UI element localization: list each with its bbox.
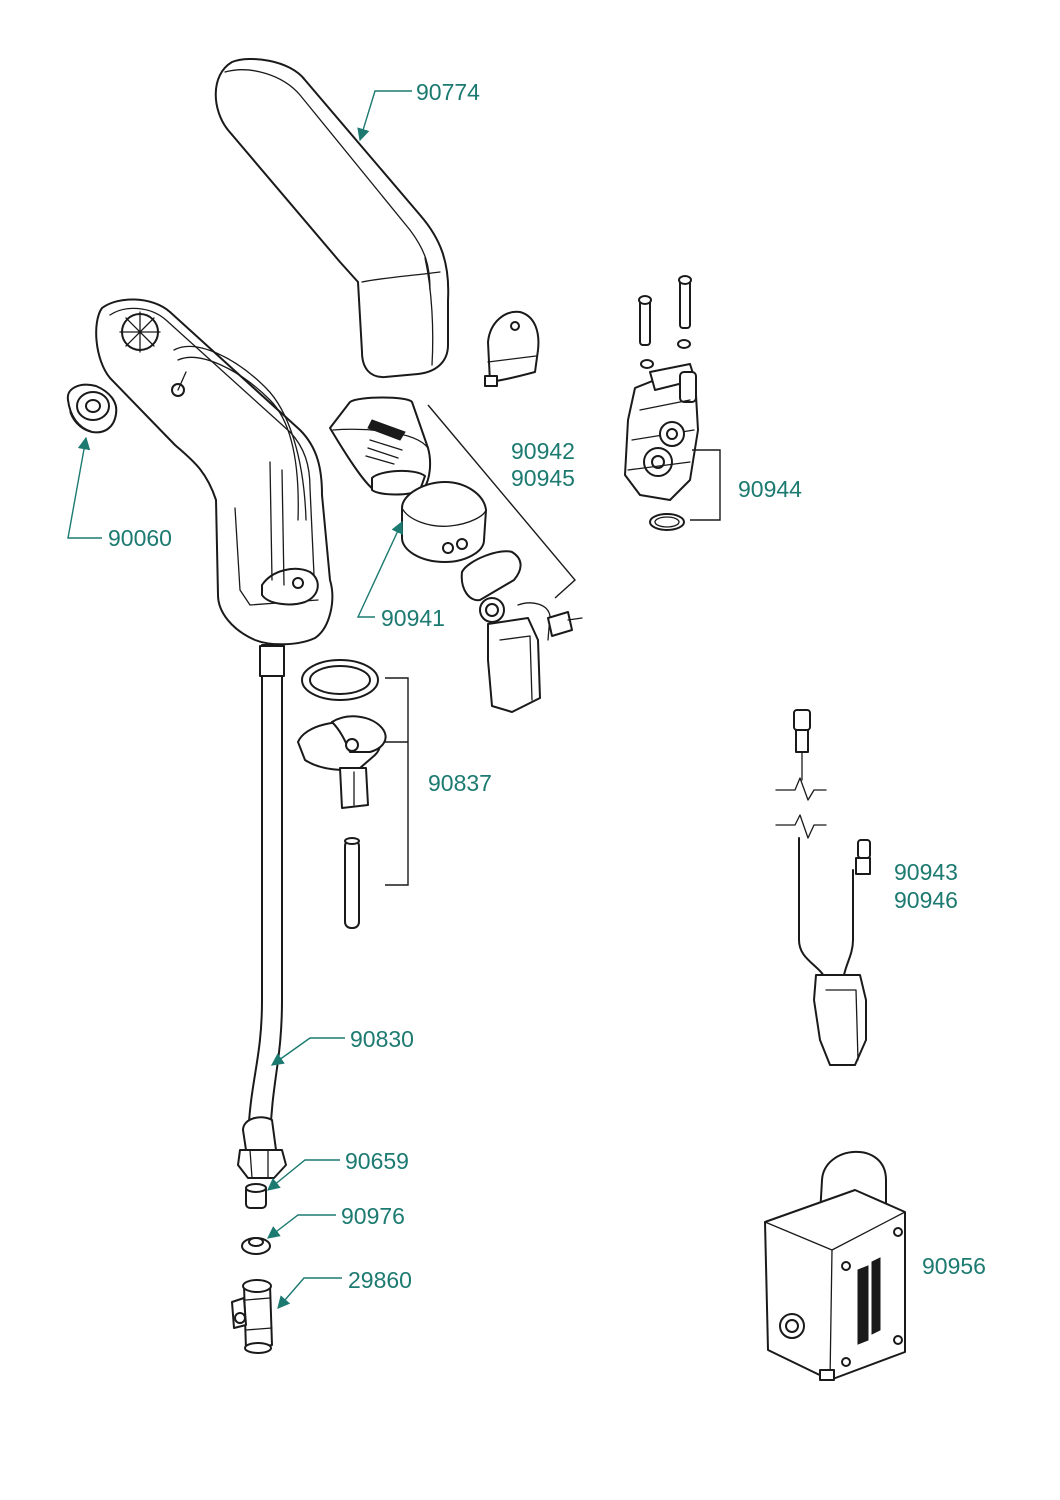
label-solenoid-valve: 90944	[738, 476, 802, 502]
leader-90774	[357, 90, 412, 142]
label-hose: 90830	[350, 1026, 414, 1052]
check-valve-part	[241, 1237, 271, 1255]
label-nipple: 90659	[345, 1148, 409, 1174]
label-aerator: 90060	[108, 525, 172, 551]
label-check-valve: 90976	[341, 1203, 405, 1229]
leader-29860	[277, 1277, 342, 1309]
label-spout-cover: 90774	[416, 79, 480, 105]
bracket-90837	[385, 677, 409, 886]
power-box-part	[764, 1150, 906, 1381]
label-cable-b: 90946	[894, 887, 958, 913]
brackets	[385, 404, 721, 886]
mounting-set-part	[297, 659, 387, 929]
label-sensor-window-a: 90942	[511, 438, 575, 464]
bracket-90944	[690, 449, 721, 521]
leader-90830	[270, 1037, 345, 1066]
sensor-module-part	[401, 481, 487, 563]
stop-valve-part	[231, 1279, 273, 1354]
label-sensor-window-b: 90945	[511, 465, 575, 491]
aerator-part	[66, 383, 118, 434]
nipple-part	[245, 1183, 267, 1209]
leader-90941	[356, 520, 403, 618]
label-sensor-module: 90941	[381, 605, 445, 631]
leader-90976	[267, 1214, 336, 1239]
label-mounting-set: 90837	[428, 770, 492, 796]
bracket-90942	[427, 404, 576, 599]
label-cable-a: 90943	[894, 859, 958, 885]
cable-part	[775, 709, 871, 1066]
leader-90060	[67, 436, 102, 539]
tap-body-part	[95, 298, 334, 646]
part-labels: 90774 90060 90942 90945 90944 90941 9083…	[108, 79, 986, 1293]
sensor-connector-part	[460, 550, 583, 713]
clip-cover-part	[484, 310, 540, 387]
leader-lines	[67, 90, 412, 1309]
spout-cover-part	[214, 58, 450, 379]
label-power-box: 90956	[922, 1253, 986, 1279]
hose-part	[237, 644, 287, 1179]
leader-90659	[267, 1159, 340, 1191]
solenoid-valve-part	[624, 275, 699, 531]
sensor-window-part	[329, 396, 432, 496]
label-stop-valve: 29860	[348, 1267, 412, 1293]
